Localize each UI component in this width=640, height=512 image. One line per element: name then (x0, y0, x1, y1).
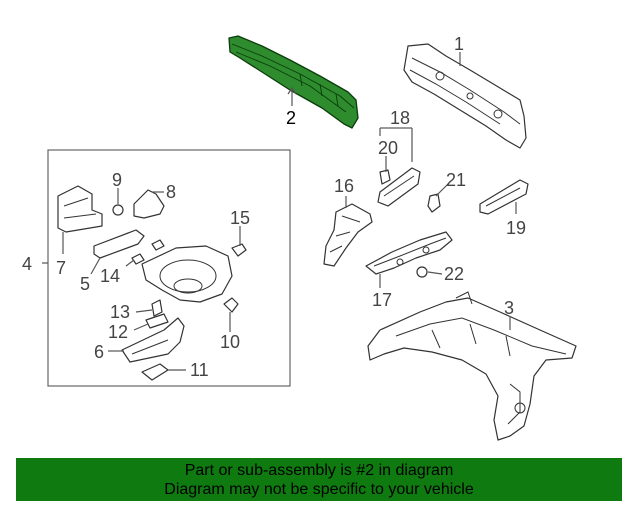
part-22 (416, 266, 428, 278)
part-19 (479, 179, 529, 215)
callout-20: 20 (378, 138, 398, 158)
banner-line-1: Part or sub-assembly is #2 in diagram (184, 462, 454, 479)
callout-19: 19 (506, 218, 526, 238)
callout-21: 21 (446, 170, 466, 190)
info-banner: Part or sub-assembly is #2 in diagram Di… (16, 458, 622, 501)
sub-assembly-box (47, 149, 291, 387)
part-16 (323, 203, 373, 267)
part-10 (223, 297, 239, 313)
leader-lines (42, 52, 517, 371)
callout-14: 14 (100, 266, 120, 286)
callout-18: 18 (390, 108, 410, 128)
part-14 (131, 239, 165, 265)
part-8 (133, 189, 165, 219)
floor-pan (141, 245, 233, 303)
callout-22: 22 (444, 264, 464, 284)
callout-1: 1 (454, 34, 464, 54)
callout-6: 6 (94, 342, 104, 362)
callout-2: 2 (286, 108, 296, 128)
part-20 (379, 169, 391, 185)
part-3 (367, 291, 577, 441)
part-17 (365, 231, 453, 275)
part-6 (121, 317, 185, 363)
callout-7: 7 (56, 258, 66, 278)
callout-13: 13 (110, 302, 130, 322)
part-18 (377, 167, 421, 207)
part-9 (112, 204, 124, 216)
part-15 (231, 243, 247, 257)
callout-labels: 2 1 3 18 20 21 19 16 17 22 4 7 5 14 9 8 … (22, 34, 526, 380)
callout-8: 8 (166, 182, 176, 202)
part-2-highlighted[interactable] (228, 35, 359, 129)
banner-line-2: Diagram may not be specific to your vehi… (164, 481, 474, 498)
callout-15: 15 (230, 208, 250, 228)
part-13 (151, 299, 163, 317)
callout-3: 3 (504, 298, 514, 318)
callout-17: 17 (372, 290, 392, 310)
part-12 (145, 313, 169, 329)
part-21 (427, 193, 441, 213)
part-7 (57, 185, 103, 233)
part-5 (93, 229, 145, 259)
callout-11: 11 (190, 360, 209, 380)
callout-12: 12 (108, 322, 128, 342)
callout-5: 5 (80, 274, 90, 294)
part-1 (403, 43, 527, 149)
callout-9: 9 (112, 170, 122, 190)
part-11 (141, 363, 169, 381)
callout-10: 10 (220, 332, 240, 352)
callout-4: 4 (22, 254, 32, 274)
callout-16: 16 (334, 176, 354, 196)
